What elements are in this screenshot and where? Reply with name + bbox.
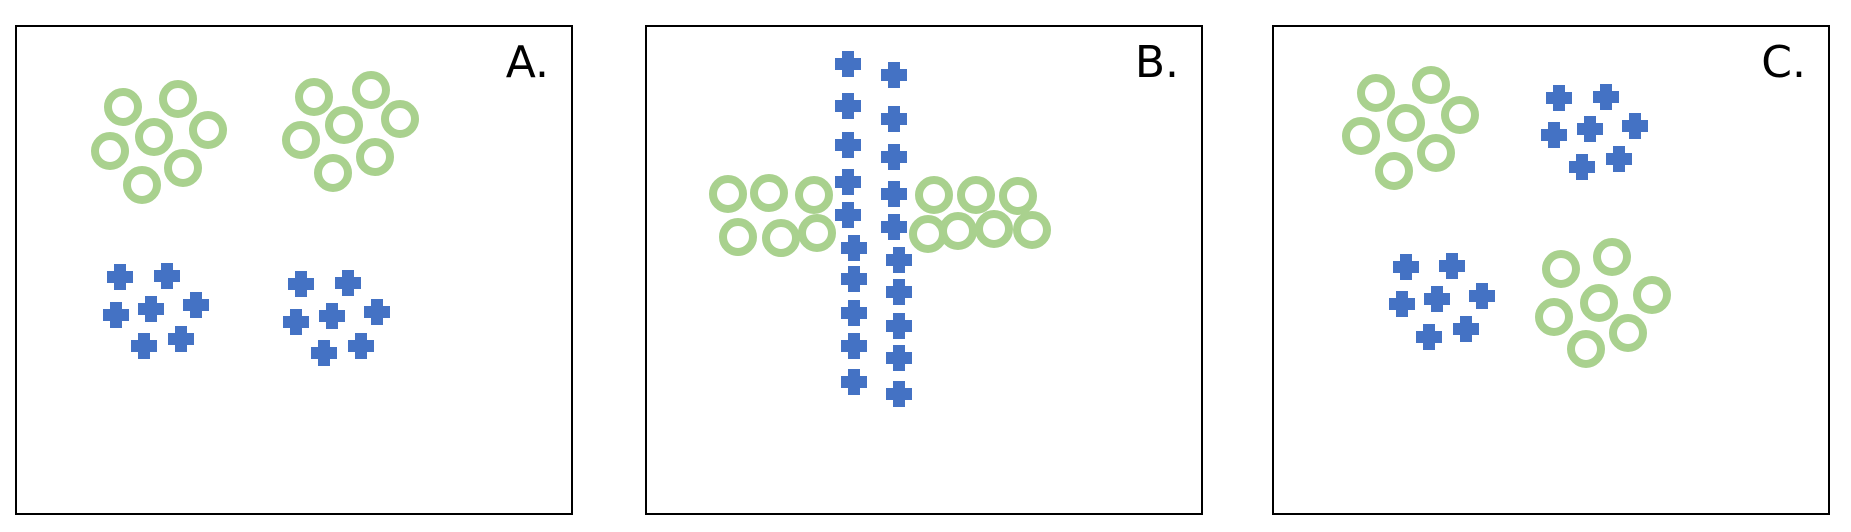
blue-cross-icon	[835, 132, 861, 158]
blue-cross-icon	[364, 299, 390, 325]
panel-c-label: C.	[1761, 37, 1806, 88]
green-ring-icon	[381, 100, 419, 138]
blue-cross-icon	[1546, 85, 1572, 111]
green-ring-icon	[1357, 74, 1395, 112]
panel-b: B.	[645, 25, 1203, 515]
blue-cross-icon	[1577, 116, 1603, 142]
blue-cross-icon	[348, 333, 374, 359]
blue-cross-icon	[881, 214, 907, 240]
green-ring-icon	[709, 175, 747, 213]
green-ring-icon	[915, 176, 953, 214]
green-ring-icon	[1412, 66, 1450, 104]
blue-cross-icon	[1606, 146, 1632, 172]
blue-cross-icon	[138, 296, 164, 322]
green-ring-icon	[1535, 298, 1573, 336]
green-ring-icon	[1375, 152, 1413, 190]
panel-a-label: A.	[505, 37, 549, 88]
green-ring-icon	[159, 80, 197, 118]
blue-cross-icon	[1393, 254, 1419, 280]
green-ring-icon	[1633, 276, 1671, 314]
green-ring-icon	[356, 138, 394, 176]
blue-cross-icon	[841, 333, 867, 359]
blue-cross-icon	[183, 292, 209, 318]
green-ring-icon	[352, 71, 390, 109]
blue-cross-icon	[1569, 154, 1595, 180]
blue-cross-icon	[168, 326, 194, 352]
blue-cross-icon	[154, 263, 180, 289]
blue-cross-icon	[881, 106, 907, 132]
green-ring-icon	[295, 78, 333, 116]
blue-cross-icon	[841, 369, 867, 395]
blue-cross-icon	[835, 93, 861, 119]
green-ring-icon	[325, 106, 363, 144]
blue-cross-icon	[335, 270, 361, 296]
green-ring-icon	[1013, 211, 1051, 249]
green-ring-icon	[135, 118, 173, 156]
blue-cross-icon	[1541, 122, 1567, 148]
blue-cross-icon	[288, 271, 314, 297]
blue-cross-icon	[841, 300, 867, 326]
green-ring-icon	[999, 177, 1037, 215]
blue-cross-icon	[1453, 316, 1479, 342]
green-ring-icon	[1342, 117, 1380, 155]
blue-cross-icon	[841, 235, 867, 261]
panel-b-canvas	[709, 51, 1051, 407]
panel-a-canvas	[91, 71, 419, 366]
blue-cross-icon	[1389, 291, 1415, 317]
blue-cross-icon	[835, 169, 861, 195]
blue-cross-icon	[1469, 283, 1495, 309]
blue-cross-icon	[881, 62, 907, 88]
blue-cross-icon	[1593, 84, 1619, 110]
blue-cross-icon	[107, 264, 133, 290]
blue-cross-icon	[1424, 286, 1450, 312]
green-ring-icon	[719, 218, 757, 256]
blue-cross-icon	[886, 345, 912, 371]
green-ring-icon	[123, 166, 161, 204]
blue-cross-icon	[881, 181, 907, 207]
blue-cross-icon	[1416, 324, 1442, 350]
panel-c-canvas	[1342, 66, 1671, 368]
green-ring-icon	[314, 154, 352, 192]
green-ring-icon	[750, 174, 788, 212]
green-ring-icon	[1580, 284, 1618, 322]
panel-b-label: B.	[1134, 37, 1179, 88]
green-ring-icon	[795, 176, 833, 214]
green-ring-icon	[1542, 250, 1580, 288]
blue-cross-icon	[886, 247, 912, 273]
blue-cross-icon	[881, 144, 907, 170]
blue-cross-icon	[1622, 113, 1648, 139]
blue-cross-icon	[131, 333, 157, 359]
green-ring-icon	[91, 132, 129, 170]
green-ring-icon	[164, 149, 202, 187]
green-ring-icon	[282, 121, 320, 159]
green-ring-icon	[1387, 104, 1425, 142]
blue-cross-icon	[103, 302, 129, 328]
blue-cross-icon	[835, 51, 861, 77]
green-ring-icon	[939, 212, 977, 250]
blue-cross-icon	[835, 202, 861, 228]
green-ring-icon	[1567, 330, 1605, 368]
blue-cross-icon	[283, 309, 309, 335]
green-ring-icon	[1609, 314, 1647, 352]
blue-cross-icon	[886, 279, 912, 305]
blue-cross-icon	[886, 381, 912, 407]
green-ring-icon	[104, 88, 142, 126]
blue-cross-icon	[841, 266, 867, 292]
panel-c: C.	[1272, 25, 1830, 515]
green-ring-icon	[957, 176, 995, 214]
blue-cross-icon	[311, 340, 337, 366]
green-ring-icon	[909, 215, 947, 253]
green-ring-icon	[798, 214, 836, 252]
panel-a: A.	[15, 25, 573, 515]
green-ring-icon	[1417, 134, 1455, 172]
green-ring-icon	[975, 210, 1013, 248]
green-ring-icon	[1441, 96, 1479, 134]
blue-cross-icon	[319, 303, 345, 329]
blue-cross-icon	[1439, 253, 1465, 279]
green-ring-icon	[1593, 238, 1631, 276]
blue-cross-icon	[886, 313, 912, 339]
green-ring-icon	[762, 219, 800, 257]
green-ring-icon	[189, 111, 227, 149]
